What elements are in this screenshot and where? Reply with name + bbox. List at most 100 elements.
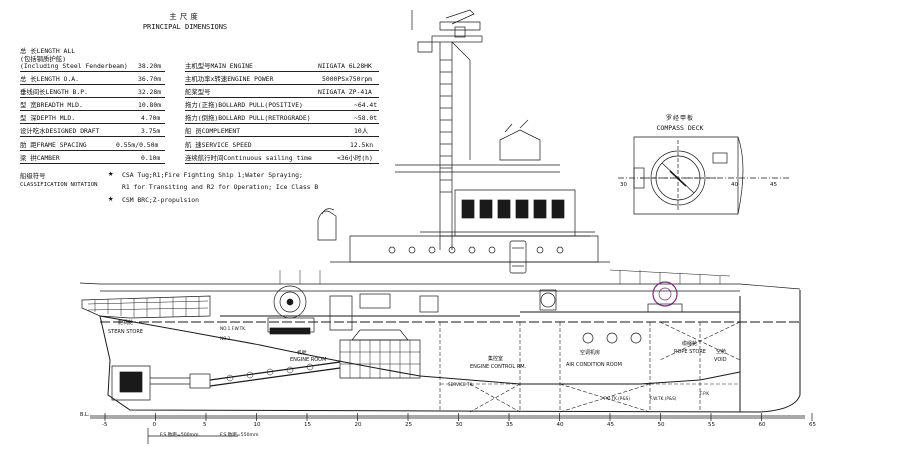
frame-tick-label: 0 <box>153 422 157 428</box>
dim-label: 航 速SERVICE SPEED <box>185 141 252 149</box>
frame-tick-label: 15 <box>304 422 311 428</box>
bulkheads <box>439 321 741 413</box>
room-label: VOID <box>714 357 727 363</box>
classification-line: R1 for Transiting and R2 for Operation; … <box>122 183 319 191</box>
hull-outline <box>99 290 801 413</box>
dim-label: 主机功率x转速ENGINE POWER <box>185 75 274 83</box>
dim-value: 0.55m/0.50m <box>116 141 159 149</box>
dim-label: 主机型号MAIN ENGINE <box>185 62 253 70</box>
dim-label: 垂线间长LENGTH B.P. <box>20 88 88 96</box>
tank-label: SERVICE TK. <box>448 382 474 387</box>
dim-value: 12.5kn <box>350 141 374 149</box>
frame-tick-label: 25 <box>405 422 412 428</box>
dim-value: 5000PSx750rpm <box>322 75 373 83</box>
z-propulsion-unit <box>111 365 211 401</box>
classification-line: CSA Tug;R1;Fire Fighting Ship 1;Water Sp… <box>122 171 303 179</box>
dim-label: 总 长LENGTH ALL <box>20 47 76 55</box>
dim-label: (Including Steel Fenderbeam) <box>20 62 128 70</box>
frame-tick-label: 55 <box>708 422 715 428</box>
wheelhouse <box>420 189 595 237</box>
room-label: ENGINE ROOM <box>290 357 326 363</box>
dim-value: NIIGATA ZP-41A <box>318 88 372 96</box>
dim-label: 连续航行时间Continuous sailing time <box>185 154 312 162</box>
dim-value: 4.70m <box>141 114 161 122</box>
dim-value: 10.80m <box>138 101 162 109</box>
frame-scale: -5 0 5 10 15 20 25 30 35 40 45 50 55 60 65 B.L. <box>80 412 816 444</box>
deckhouse <box>330 235 610 274</box>
svg-text:B.L.: B.L. <box>80 412 90 418</box>
dim-label: 肋 距FRAME SPACING <box>20 141 87 149</box>
frame-tick-label: 10 <box>254 422 261 428</box>
dim-value: 3.75m <box>141 127 161 135</box>
compass-frame-label: 45 <box>770 182 777 188</box>
dim-value: 32.28m <box>138 88 162 96</box>
room-label: 空调机房 <box>580 349 600 356</box>
dim-label: 拖力(正拖)BOLLARD PULL(POSITIVE) <box>185 101 303 109</box>
stern-fender <box>81 295 211 319</box>
title-cn: 主尺度 <box>169 12 201 21</box>
dim-value: ~58.0t <box>354 114 378 122</box>
dim-value: ~64.4t <box>354 101 378 109</box>
mast <box>395 9 560 250</box>
room-label: ENGINE CONTROL RM. <box>470 364 527 370</box>
compass-deck-title-en: COMPASS DECK <box>656 124 704 132</box>
tank-label: F.W.TK.(P&S) <box>650 396 677 401</box>
tank-label: NO.2 <box>220 336 231 341</box>
dim-value: 0.10m <box>141 154 161 162</box>
compass-deck-title-cn: 罗经甲板 <box>665 115 694 122</box>
room-label: AIR CONDITION ROOM <box>566 362 622 368</box>
tank-label: F.P.K <box>700 391 709 396</box>
dim-label: 拖力(倒拖)BOLLARD PULL(RETROGRADE) <box>185 114 311 122</box>
room-label: ROPE STORE <box>674 349 706 355</box>
tank-label: F.O.TK.(P&S) <box>604 396 630 401</box>
room-label: 缆绳舱 <box>682 340 697 347</box>
dim-label: 梁 拱CAMBER <box>20 154 60 162</box>
dim-value: 38.20m <box>138 62 162 70</box>
dim-label: 型 深DEPTH MLD. <box>20 114 76 122</box>
main-deck-railing <box>79 269 801 292</box>
room-label: 舵机舱 <box>118 319 133 326</box>
main-engine <box>209 329 421 387</box>
star-icon: ★ <box>108 169 114 179</box>
star-icon: ★ <box>108 194 114 204</box>
dim-label: 型 宽BREADTH MLD. <box>20 101 83 109</box>
classification-label-cn: 船级符号 <box>20 172 46 180</box>
mast-ladder <box>440 59 452 193</box>
towing-winch <box>267 285 556 335</box>
frame-tick-label: -5 <box>102 422 108 428</box>
frame-tick-label: 35 <box>506 422 513 428</box>
room-label: STERN STORE <box>108 329 143 335</box>
dim-value: NIIGATA 6L28HK <box>318 62 372 70</box>
forward-winch <box>647 281 683 313</box>
frame-tick-label: 20 <box>355 422 362 428</box>
title-en: PRINCIPAL DIMENSIONS <box>142 23 228 31</box>
tank-label: NO.1 F.W.TK. <box>220 326 246 331</box>
room-label: 空舱 <box>716 348 726 355</box>
deck-fixtures <box>359 289 642 344</box>
dim-label: 设计吃水DESIGNED DRAFT <box>20 127 100 135</box>
dim-value: <36小时(h) <box>337 154 373 162</box>
dim-label: 舵桨型号 <box>185 88 211 96</box>
frame-spacing-fwd: F.S.肋距=550mm <box>220 431 259 438</box>
frame-tick-label: 45 <box>607 422 614 428</box>
dim-value: 10人 <box>354 127 369 135</box>
classification-label-en: CLASSIFICATION NOTATION <box>20 182 98 188</box>
frame-tick-label: 60 <box>759 422 766 428</box>
classification-line: CSM BRC;Z-propulsion <box>122 196 199 204</box>
frame-tick-label: 5 <box>203 422 207 428</box>
funnel <box>317 208 337 241</box>
room-label: 机舱 <box>297 349 307 356</box>
compass-frame-label: 30 <box>620 182 627 188</box>
dim-label: 总 长LENGTH O.A. <box>20 75 79 83</box>
dim-label: 船 员COMPLEMENT <box>185 127 241 135</box>
frame-tick-label: 50 <box>658 422 665 428</box>
frame-tick-label: 65 <box>809 422 816 428</box>
compass-frame-label: 40 <box>731 182 738 188</box>
dim-value: 36.70m <box>138 75 162 83</box>
frame-tick-label: 30 <box>456 422 463 428</box>
frame-tick-label: 40 <box>557 422 564 428</box>
dim-label: (包括钢质护舷) <box>20 55 67 63</box>
frame-spacing-aft: F.S.肋距=500mm <box>160 431 199 438</box>
room-label: 集控室 <box>488 355 503 362</box>
